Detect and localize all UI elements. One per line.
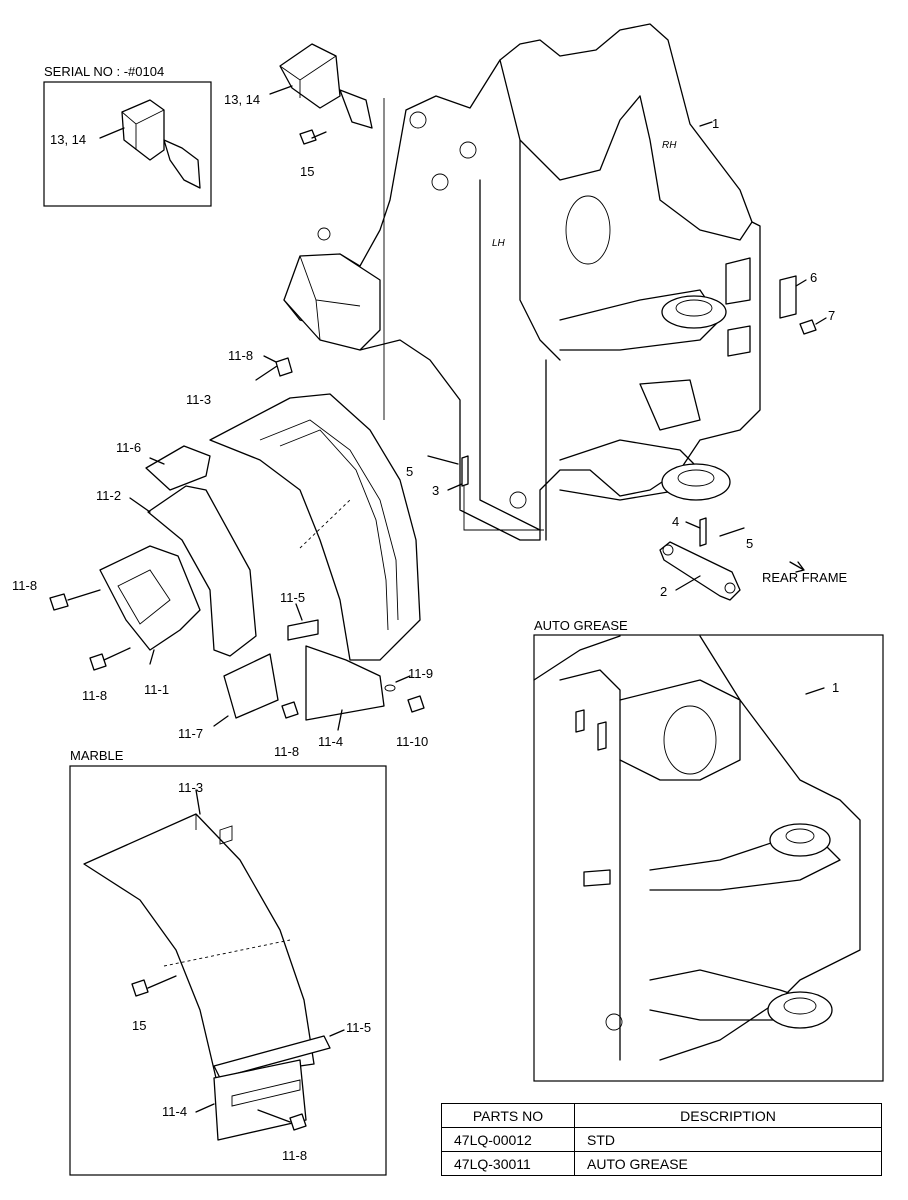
serial-inset: SERIAL NO : -#0104 13, 14 bbox=[43, 64, 212, 207]
marble-title: MARBLE bbox=[70, 748, 124, 763]
callout-11-6: 11-6 bbox=[116, 440, 141, 455]
table-header-row: PARTS NO DESCRIPTION bbox=[441, 1103, 882, 1128]
callout-11-8-left: 11-8 bbox=[12, 578, 37, 593]
auto-grease-title: AUTO GREASE bbox=[534, 618, 628, 633]
callout-11-7: 11-7 bbox=[178, 726, 203, 741]
description-cell: AUTO GREASE bbox=[574, 1151, 882, 1176]
callout-11-8-top: 11-8 bbox=[228, 348, 253, 363]
description-cell: STD bbox=[574, 1127, 882, 1152]
callout-13-14-inset: 13, 14 bbox=[50, 132, 86, 147]
callout-11-1: 11-1 bbox=[144, 682, 169, 697]
part-number-cell: 47LQ-30011 bbox=[441, 1151, 575, 1176]
part-number-cell: 47LQ-00012 bbox=[441, 1127, 575, 1152]
callout-11-10: 11-10 bbox=[396, 734, 428, 749]
callout-frame: 1 bbox=[712, 116, 719, 131]
serial-inset-title: SERIAL NO : -#0104 bbox=[44, 64, 164, 79]
callout-11-9: 11-9 bbox=[408, 666, 433, 681]
stamp-rh: RH bbox=[662, 140, 677, 151]
callout-frame-auto-grease: 1 bbox=[832, 680, 839, 695]
callout-11-3: 11-3 bbox=[186, 392, 211, 407]
callout-marble-15: 15 bbox=[132, 1018, 146, 1033]
callout-marble-11-8: 11-8 bbox=[282, 1148, 307, 1163]
stamp-lh: LH bbox=[492, 238, 506, 249]
callout-6: 6 bbox=[810, 270, 817, 285]
rear-frame-main: RH LH 1 6 7 bbox=[283, 23, 835, 541]
callout-5-right: 5 bbox=[746, 536, 753, 551]
callout-11-4: 11-4 bbox=[318, 734, 343, 749]
marble-inset: MARBLE 11-3 15 11-5 11-4 11-8 bbox=[69, 748, 387, 1176]
column-header-description: DESCRIPTION bbox=[574, 1103, 882, 1128]
callout-13-14: 13, 14 bbox=[224, 92, 260, 107]
callout-marble-11-5: 11-5 bbox=[346, 1020, 371, 1035]
callout-7: 7 bbox=[828, 308, 835, 323]
callout-5-left: 5 bbox=[406, 464, 413, 479]
callout-marble-11-3: 11-3 bbox=[178, 780, 203, 795]
auto-grease-inset: AUTO GREASE 1 bbox=[533, 618, 884, 1082]
callout-11-5: 11-5 bbox=[280, 590, 305, 605]
callout-11-8-bottom: 11-8 bbox=[82, 688, 107, 703]
callout-11-8-lower: 11-8 bbox=[274, 744, 299, 759]
table-row: 47LQ-00012 STD bbox=[441, 1127, 882, 1152]
callout-11-2: 11-2 bbox=[96, 488, 121, 503]
link-and-pins: 2 3 5 4 5 REAR FRAME bbox=[406, 455, 848, 601]
callout-marble-11-4: 11-4 bbox=[162, 1104, 187, 1119]
fender-assembly: 11-3 11-8 11-6 11-2 11-1 11-8 11-8 11-7 … bbox=[12, 348, 433, 759]
rear-frame-label: REAR FRAME bbox=[762, 570, 848, 585]
table-row: 47LQ-30011 AUTO GREASE bbox=[441, 1151, 882, 1176]
callout-2: 2 bbox=[660, 584, 667, 599]
parts-table: PARTS NO DESCRIPTION 47LQ-00012 STD 47LQ… bbox=[441, 1103, 882, 1176]
callout-15: 15 bbox=[300, 164, 314, 179]
cover-13-14: 13, 14 15 bbox=[224, 43, 385, 420]
callout-4: 4 bbox=[672, 514, 679, 529]
column-header-parts-no: PARTS NO bbox=[441, 1103, 575, 1128]
callout-3: 3 bbox=[432, 483, 439, 498]
